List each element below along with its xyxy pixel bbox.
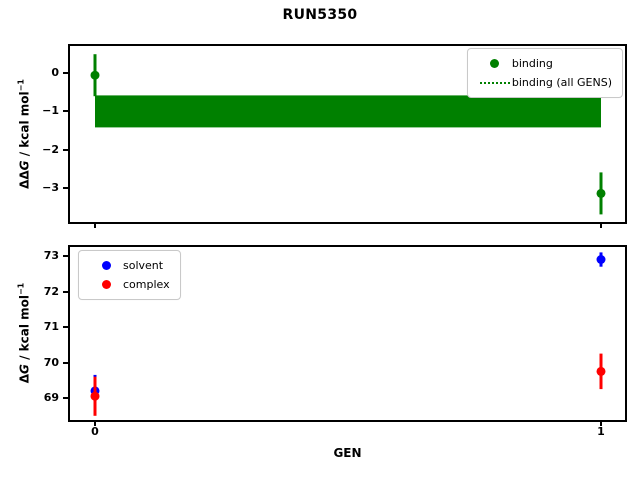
complex-data-point: [596, 366, 606, 376]
legend-marker-cell: [89, 280, 123, 289]
y-tick-mark: [63, 361, 68, 364]
x-axis-label: GEN: [333, 446, 362, 460]
legend-solvent-complex: solvent complex: [78, 250, 181, 300]
y-tick-mark: [63, 326, 68, 328]
top-y-axis-label: ΔΔG / kcal mol−1: [17, 79, 32, 189]
y-tick-label: −2: [42, 142, 59, 156]
solvent-dot-icon: [101, 261, 111, 270]
complex-data-point: [90, 391, 100, 401]
y-tick-mark: [63, 148, 68, 151]
y-tick-label: 69: [43, 391, 59, 404]
y-tick-mark: [63, 255, 68, 257]
uncertainty-band: [95, 95, 601, 128]
solvent-data-point: [596, 255, 606, 264]
legend-label: solvent: [123, 258, 164, 272]
complex-dot-icon: [101, 280, 111, 289]
legend-label: complex: [123, 277, 170, 291]
legend-item-solvent: solvent: [89, 256, 170, 275]
legend-marker-cell: [478, 81, 512, 84]
binding-data-point: [90, 70, 100, 80]
y-tick-mark: [63, 186, 68, 189]
legend-binding: binding binding (all GENS): [466, 48, 623, 98]
legend-label: binding: [511, 56, 553, 70]
y-tick-mark: [63, 72, 68, 75]
legend-item-complex: complex: [89, 275, 170, 294]
x-tick-mark: [600, 223, 602, 228]
y-tick-mark: [63, 290, 68, 293]
y-tick-label: −3: [42, 180, 59, 194]
legend-marker-cell: [89, 261, 123, 270]
x-tick-mark: [94, 223, 96, 228]
legend-marker-cell: [478, 59, 512, 68]
ddg-plot-area: [90, 54, 606, 215]
dotted-line-icon: [479, 81, 510, 84]
x-tick-mark: [600, 421, 602, 426]
y-tick-label: 70: [43, 355, 59, 369]
y-tick-mark: [63, 110, 68, 113]
legend-item-binding-all-gens: binding (all GENS): [478, 73, 612, 92]
y-tick-label: 71: [43, 320, 59, 333]
y-tick-label: 73: [43, 249, 59, 262]
binding-data-point: [596, 188, 606, 198]
y-tick-mark: [63, 397, 68, 399]
y-tick-label: 0: [51, 66, 59, 80]
ylabel-symbol: G: [17, 160, 32, 171]
legend-label: binding (all GENS): [511, 75, 612, 89]
dg-plot-area: [90, 252, 606, 416]
x-tick-label: 1: [597, 425, 605, 438]
x-tick-mark: [94, 421, 96, 426]
legend-item-binding: binding: [478, 54, 612, 73]
y-tick-label: 72: [43, 284, 59, 298]
y-tick-label: −1: [42, 104, 59, 118]
x-tick-label: 0: [91, 425, 99, 438]
figure-title: RUN5350: [282, 7, 358, 23]
binding-dot-icon: [490, 59, 500, 68]
ylabel-delta: Δ: [17, 373, 32, 384]
